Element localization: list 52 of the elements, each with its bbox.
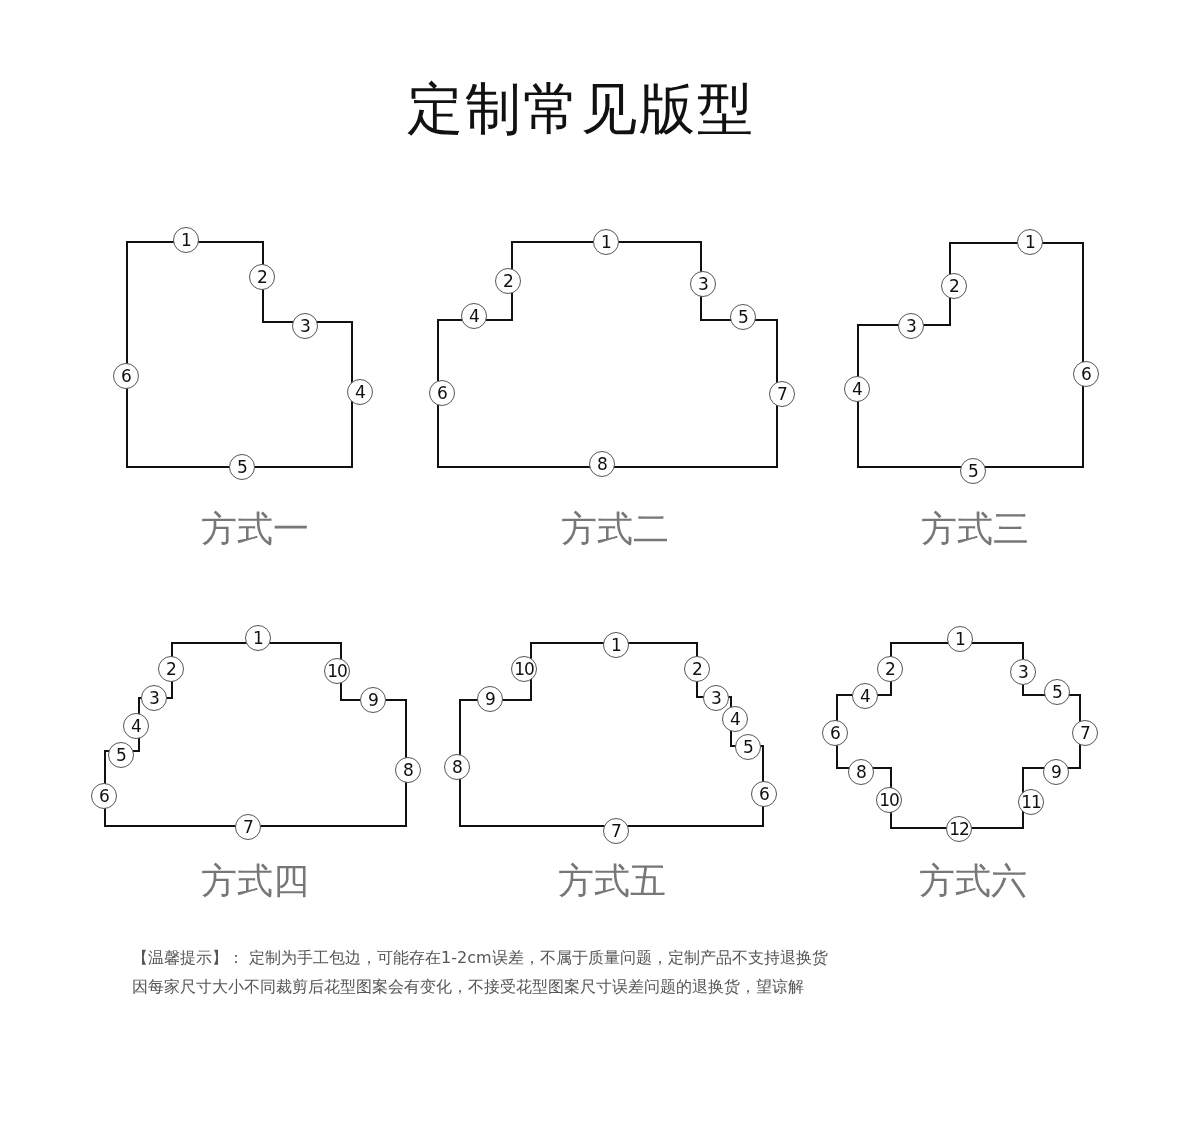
circled-number: 1 xyxy=(593,229,619,255)
circled-number: 2 xyxy=(684,656,710,682)
circled-number: 11 xyxy=(1018,789,1044,815)
title: 定制常见版型 xyxy=(407,75,755,143)
circled-number: 6 xyxy=(113,363,139,389)
circled-number: 7 xyxy=(235,814,261,840)
circled-number: 1 xyxy=(603,632,629,658)
circled-number: 4 xyxy=(461,303,487,329)
circled-number: 5 xyxy=(960,458,986,484)
circled-number: 6 xyxy=(429,380,455,406)
circled-number: 3 xyxy=(1010,659,1036,685)
circled-number: 4 xyxy=(123,713,149,739)
circled-number: 2 xyxy=(158,656,184,682)
circled-number: 10 xyxy=(876,787,902,813)
circled-number: 9 xyxy=(1043,759,1069,785)
circled-number: 3 xyxy=(690,271,716,297)
circled-number: 5 xyxy=(730,304,756,330)
circled-number: 9 xyxy=(477,686,503,712)
circled-number: 6 xyxy=(1073,361,1099,387)
circled-number: 4 xyxy=(722,706,748,732)
circled-number: 8 xyxy=(444,754,470,780)
shape-caption: 方式一 xyxy=(201,507,309,551)
note-text: 因每家尺寸大小不同裁剪后花型图案会有变化，不接受花型图案尺寸误差问题的退换货，望谅解 xyxy=(132,977,804,998)
circled-number: 9 xyxy=(360,687,386,713)
circled-number: 1 xyxy=(1017,229,1043,255)
circled-number: 4 xyxy=(347,379,373,405)
circled-number: 12 xyxy=(946,816,972,842)
circled-number: 7 xyxy=(769,381,795,407)
circled-number: 4 xyxy=(844,376,870,402)
circled-number: 2 xyxy=(877,656,903,682)
circled-number: 7 xyxy=(1072,720,1098,746)
circled-number: 1 xyxy=(245,625,271,651)
circled-number: 8 xyxy=(395,757,421,783)
circled-number: 5 xyxy=(229,454,255,480)
circled-number: 7 xyxy=(603,818,629,844)
circled-number: 8 xyxy=(848,759,874,785)
circled-number: 1 xyxy=(947,626,973,652)
shape-caption: 方式二 xyxy=(561,507,669,551)
shape-caption: 方式五 xyxy=(558,859,666,903)
circled-number: 10 xyxy=(511,656,537,682)
circled-number: 1 xyxy=(173,227,199,253)
circled-number: 6 xyxy=(751,781,777,807)
circled-number: 6 xyxy=(91,783,117,809)
circled-number: 5 xyxy=(1044,679,1070,705)
shape-caption: 方式六 xyxy=(919,859,1027,903)
circled-number: 8 xyxy=(589,451,615,477)
shape-caption: 方式四 xyxy=(201,859,309,903)
shape-caption: 方式三 xyxy=(921,507,1029,551)
note-text: 【温馨提示】： 定制为手工包边，可能存在1-2cm误差，不属于质量问题，定制产品不支持退换货 xyxy=(132,948,828,969)
circled-number: 6 xyxy=(822,720,848,746)
circled-number: 2 xyxy=(495,268,521,294)
circled-number: 3 xyxy=(141,685,167,711)
